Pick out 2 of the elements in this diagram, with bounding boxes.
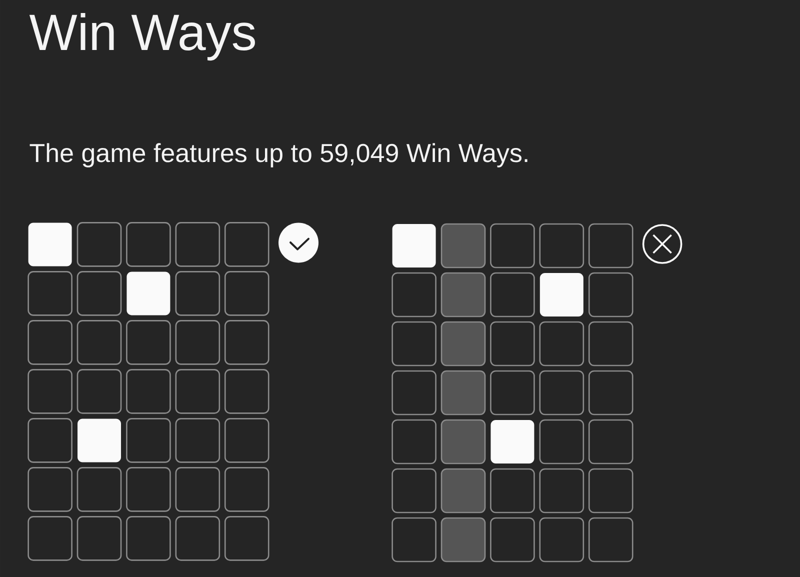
body-text: The game features up to 59,049 Win Ways. xyxy=(30,143,528,168)
title: Win Ways xyxy=(29,13,255,61)
